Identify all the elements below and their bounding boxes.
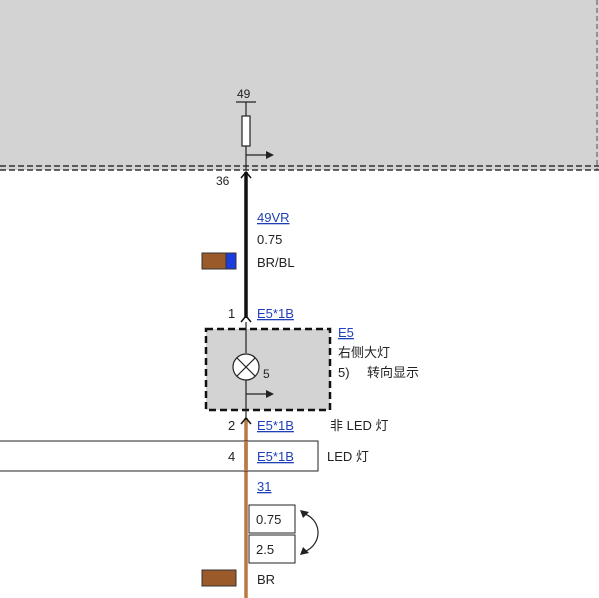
internal-resistor [236, 101, 274, 170]
lamp-id-link[interactable]: E5 [338, 325, 354, 340]
output-pin-4-code-link[interactable]: E5*1B [257, 449, 294, 464]
wire-size: 0.75 [257, 232, 282, 247]
ground-code-link[interactable]: 31 [257, 479, 271, 494]
size-option-box-1[interactable] [248, 504, 296, 534]
led-variant-outline [0, 440, 319, 472]
wire-color-code: BR/BL [257, 255, 295, 270]
ground-wire-swatch [201, 569, 237, 587]
control-unit-fill [0, 0, 599, 170]
size-option-2: 2.5 [256, 542, 274, 557]
ground-wire-color-code: BR [257, 572, 275, 587]
output-pin-2-code-link[interactable]: E5*1B [257, 418, 294, 433]
wire-code-link[interactable]: 49VR [257, 210, 290, 225]
connector-1-mark [240, 314, 252, 323]
output-pin-2-label: 非 LED 灯 [330, 418, 389, 433]
pin-36-label: 36 [216, 174, 230, 188]
bulb-cross-2 [236, 357, 256, 377]
size-option-1: 0.75 [256, 512, 281, 527]
lamp-function-name: 转向显示 [367, 365, 419, 380]
size-toggle-arrow-head-top [300, 510, 309, 518]
swatch-brown [201, 252, 227, 270]
wire-color-swatch [201, 252, 237, 270]
lamp-arrow-head [266, 390, 274, 398]
lamp-pin-in-code-link[interactable]: E5*1B [257, 306, 294, 321]
output-pin-2: 2 [228, 418, 235, 433]
lamp-pin-in: 1 [228, 306, 235, 321]
size-option-box-2[interactable] [248, 534, 296, 564]
wire-size-options [248, 504, 319, 564]
size-toggle-arrow [301, 512, 319, 553]
control-unit-block [0, 0, 599, 171]
size-toggle-arrow-head-bottom [300, 547, 309, 555]
lamp-function-index: 5) [338, 365, 350, 380]
output-pin-4: 4 [228, 449, 235, 464]
swatch-blue-stripe [225, 252, 237, 270]
pin-49-label: 49 [237, 87, 251, 101]
output-pin-4-label: LED 灯 [327, 449, 369, 464]
connector-2-mark [240, 416, 252, 425]
resistor-body [241, 115, 251, 147]
bulb-pin-label: 5 [263, 367, 270, 381]
lamp-component-box [204, 322, 332, 418]
lamp-name: 右侧大灯 [338, 345, 390, 360]
connector-36-mark [240, 170, 252, 179]
signal-arrow-head [266, 151, 274, 159]
led-variant-box [0, 440, 319, 472]
